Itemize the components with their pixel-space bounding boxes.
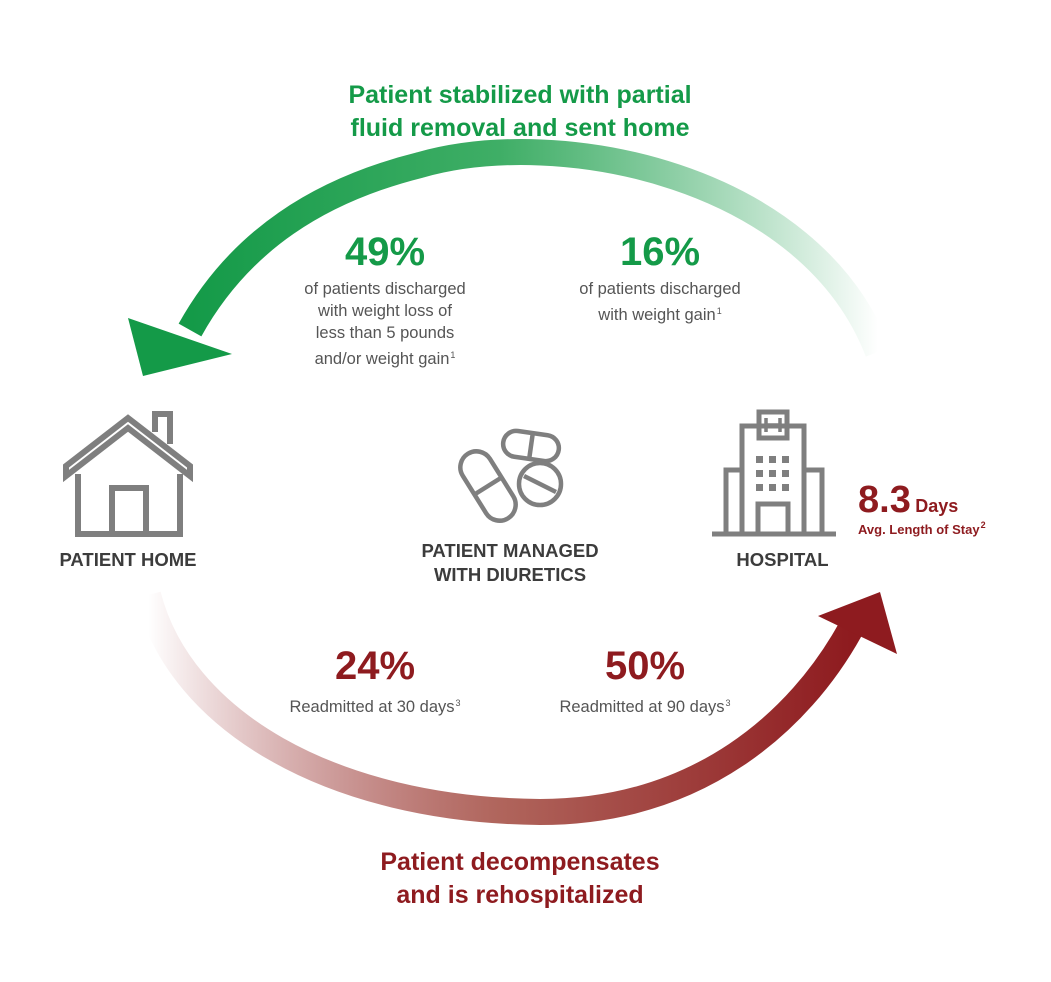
node-diuretics-line1: PATIENT MANAGED: [421, 540, 599, 561]
stat-readmit-90: 50% Readmitted at 90 days3: [525, 644, 765, 718]
stat-weight-loss: 49% of patients discharged with weight l…: [270, 230, 500, 370]
footnote-ref: 3: [725, 698, 731, 708]
stat-readmit-30-text: Readmitted at 30 days: [289, 698, 455, 716]
rehospitalization-caption: Patient decompensates and is rehospitali…: [300, 846, 740, 912]
stat-readmit-30: 24% Readmitted at 30 days3: [255, 644, 495, 718]
rehospitalization-caption-line2: and is rehospitalized: [396, 881, 644, 909]
stat-weight-loss-line1: of patients discharged: [304, 280, 466, 298]
discharge-arrow-arc: [178, 139, 891, 357]
rehospitalization-arrow-head: [818, 592, 897, 654]
stat-readmit-90-value: 50%: [604, 644, 686, 688]
node-hospital-label: HOSPITAL: [736, 549, 829, 570]
stat-weight-gain-line2: with weight gain: [598, 306, 716, 324]
stat-weight-loss-line3: less than 5 pounds: [315, 324, 455, 342]
discharge-arrow-head: [128, 318, 232, 376]
rehospitalization-caption-line1: Patient decompensates: [380, 848, 660, 876]
node-diuretics-line2: WITH DIURETICS: [433, 564, 587, 585]
stat-weight-loss-line2: with weight loss of: [318, 302, 452, 320]
stat-weight-gain: 16% of patients discharged with weight g…: [545, 230, 775, 326]
pills-icon: [458, 428, 564, 523]
length-of-stay-value: 8.3: [858, 479, 911, 521]
footnote-ref: 2: [980, 520, 986, 530]
stat-weight-gain-value: 16%: [619, 230, 701, 274]
stat-readmit-90-text: Readmitted at 90 days: [559, 698, 725, 716]
footnote-ref: 3: [455, 698, 461, 708]
discharge-caption-line2: fluid removal and sent home: [350, 114, 690, 142]
stat-weight-gain-line1: of patients discharged: [579, 280, 741, 298]
stat-length-of-stay: 8.3 Days Avg. Length of Stay2: [858, 478, 1048, 537]
hospital-building-icon: [712, 409, 836, 537]
stat-weight-loss-value: 49%: [344, 230, 426, 274]
length-of-stay-unit: Days: [915, 496, 959, 516]
stat-weight-loss-line4: and/or weight gain: [314, 350, 450, 368]
stat-readmit-30-value: 24%: [334, 644, 416, 688]
node-patient-home-label: PATIENT HOME: [59, 549, 197, 570]
footnote-ref: 1: [716, 306, 722, 316]
house-icon: [63, 411, 193, 537]
node-diuretics-label: PATIENT MANAGED WITH DIURETICS: [390, 539, 630, 587]
footnote-ref: 1: [450, 350, 456, 360]
rehospitalization-arrow-arc: [135, 591, 862, 826]
discharge-caption-line1: Patient stabilized with partial: [348, 81, 692, 109]
length-of-stay-label: Avg. Length of Stay: [858, 522, 980, 537]
discharge-caption: Patient stabilized with partial fluid re…: [300, 79, 740, 145]
